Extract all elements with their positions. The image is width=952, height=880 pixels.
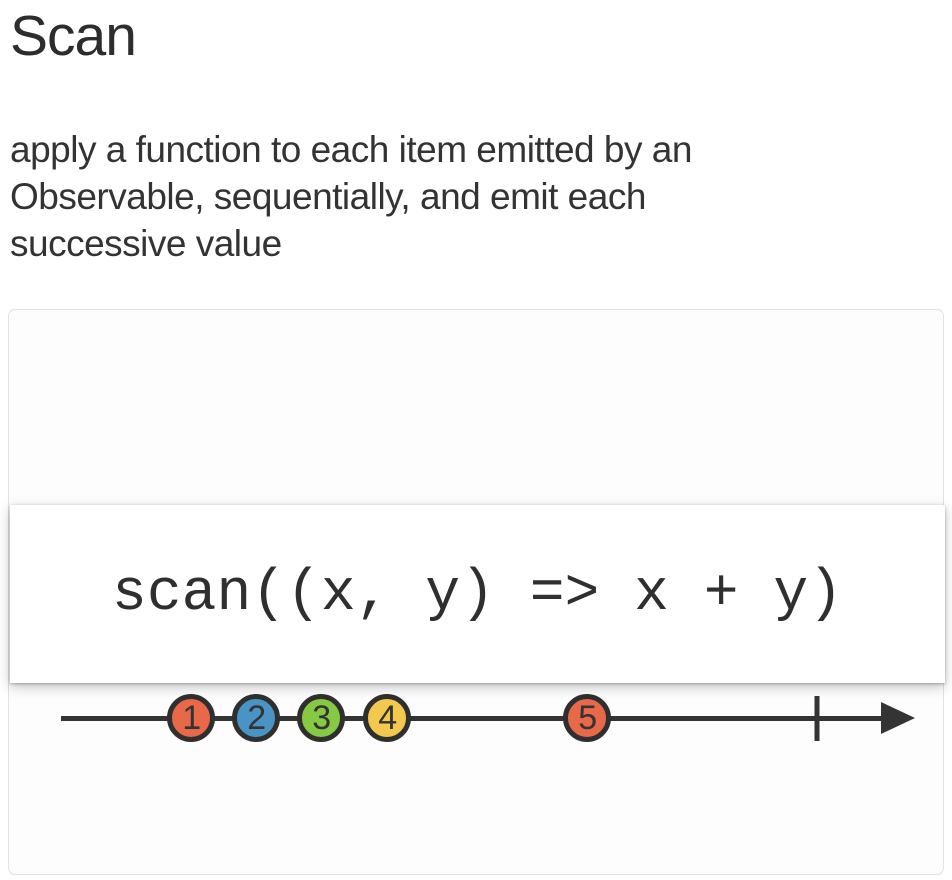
page-title: Scan bbox=[10, 4, 137, 68]
input-marble-1[interactable]: 1 bbox=[167, 694, 215, 742]
input-timeline-arrowhead-icon bbox=[881, 702, 915, 734]
description-line-2: Observable, sequentially, and emit each bbox=[10, 176, 646, 217]
operator-box: scan((x, y) => x + y) bbox=[10, 505, 945, 683]
input-marble-5[interactable]: 5 bbox=[563, 694, 611, 742]
description-line-3: successive value bbox=[10, 223, 282, 264]
input-timeline-line bbox=[61, 715, 887, 721]
description-line-1: apply a function to each item emitted by… bbox=[10, 129, 692, 170]
input-marble-2[interactable]: 2 bbox=[232, 694, 280, 742]
operator-code: scan((x, y) => x + y) bbox=[112, 561, 843, 627]
input-marble-3[interactable]: 3 bbox=[297, 694, 345, 742]
input-complete-tick[interactable] bbox=[814, 695, 820, 741]
page-description: apply a function to each item emitted by… bbox=[10, 126, 692, 267]
input-marble-4[interactable]: 4 bbox=[363, 694, 411, 742]
